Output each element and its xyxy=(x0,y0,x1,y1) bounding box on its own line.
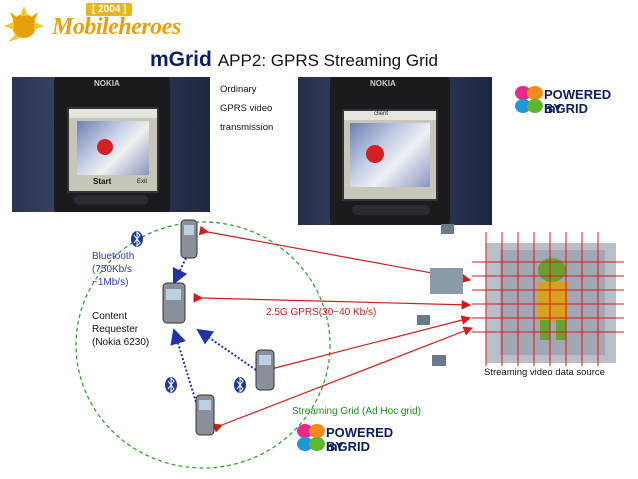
video-thumbnail xyxy=(441,224,454,234)
content-requester-label: Content Requester (Nokia 6230) xyxy=(92,310,149,349)
mobile-phone-icon xyxy=(255,349,275,391)
gprs-link-4 xyxy=(212,326,474,433)
streaming-video-source-image xyxy=(472,232,624,366)
gprs-link-2 xyxy=(193,292,472,310)
title-brand: mGrid xyxy=(150,48,212,71)
powered-by-line-2: mGRID xyxy=(544,101,589,116)
streaming-source-label: Streaming video data source xyxy=(484,367,605,378)
powered-by-line-1: POWERED BY xyxy=(544,87,612,116)
caption-line-2: GPRS video xyxy=(220,103,273,114)
caption-line-3: transmission xyxy=(220,122,274,133)
mgrid-logo-icon xyxy=(515,86,543,113)
left-softkey-exit: Exit xyxy=(137,179,148,185)
mobile-phone-icon xyxy=(162,282,186,324)
gprs-link-1 xyxy=(198,225,472,284)
left-phone-brand: NOKIA xyxy=(94,79,120,88)
content-requester-line-1: Content xyxy=(92,311,128,322)
bluetooth-label-line-1: Bluetooth xyxy=(92,251,135,262)
powered-by-mgrid-logo-bottom: POWERED BY mGRID xyxy=(296,418,406,466)
left-softkey-start: Start xyxy=(93,177,112,186)
mgrid-logo-icon xyxy=(297,424,325,451)
powered-by-line-1: POWERED BY xyxy=(326,425,394,454)
slide-title: mGrid APP2: GPRS Streaming Grid xyxy=(150,48,438,72)
logo-name: Mobileheroes xyxy=(52,14,181,40)
bluetooth-link-1 xyxy=(172,257,188,285)
mobile-phone-icon xyxy=(180,219,198,259)
photo-ordinary-gprs-phone: NOKIA Start Exit xyxy=(12,77,210,212)
left-screen-top xyxy=(69,109,157,118)
sun-logo-icon xyxy=(4,6,44,42)
bluetooth-icon xyxy=(165,376,177,394)
gprs-speed-label: 2.5G GPRS(30~40 Kb/s) xyxy=(266,307,377,318)
content-requester-line-3: (Nokia 6230) xyxy=(92,337,150,348)
mobileheroes-logo: [ 2004 ] Mobileheroes xyxy=(0,0,230,46)
streaming-grid-label: Streaming Grid (Ad Hoc grid) xyxy=(292,406,421,417)
title-text: APP2: GPRS Streaming Grid xyxy=(217,51,438,70)
photo-streaming-grid-phone: NOKIA client xyxy=(298,77,492,225)
video-thumbnail xyxy=(430,268,463,294)
video-thumbnail xyxy=(417,315,430,325)
bluetooth-speed-label: Bluetooth (750Kb/s ~1Mb/s) xyxy=(92,250,134,289)
bluetooth-link-2 xyxy=(196,328,257,371)
right-phone-brand: NOKIA xyxy=(370,79,396,88)
right-screen-top: client xyxy=(344,111,436,120)
bluetooth-label-line-2: (750Kb/s xyxy=(92,264,133,275)
logo-year-tag: [ 2004 ] xyxy=(86,3,133,16)
bluetooth-icon xyxy=(234,376,246,394)
content-requester-line-2: Requester xyxy=(92,324,139,335)
powered-by-line-2: mGRID xyxy=(326,439,371,454)
caption-line-1: Ordinary xyxy=(220,84,257,95)
bluetooth-label-line-3: ~1Mb/s) xyxy=(92,277,129,288)
video-thumbnail xyxy=(432,355,446,366)
powered-by-mgrid-logo-top: POWERED BY mGRID xyxy=(514,80,624,128)
caption-ordinary-gprs: Ordinary GPRS video transmission xyxy=(220,80,273,137)
mobile-phone-icon xyxy=(195,394,215,436)
bluetooth-link-3 xyxy=(170,328,197,403)
bluetooth-icon xyxy=(131,230,143,248)
